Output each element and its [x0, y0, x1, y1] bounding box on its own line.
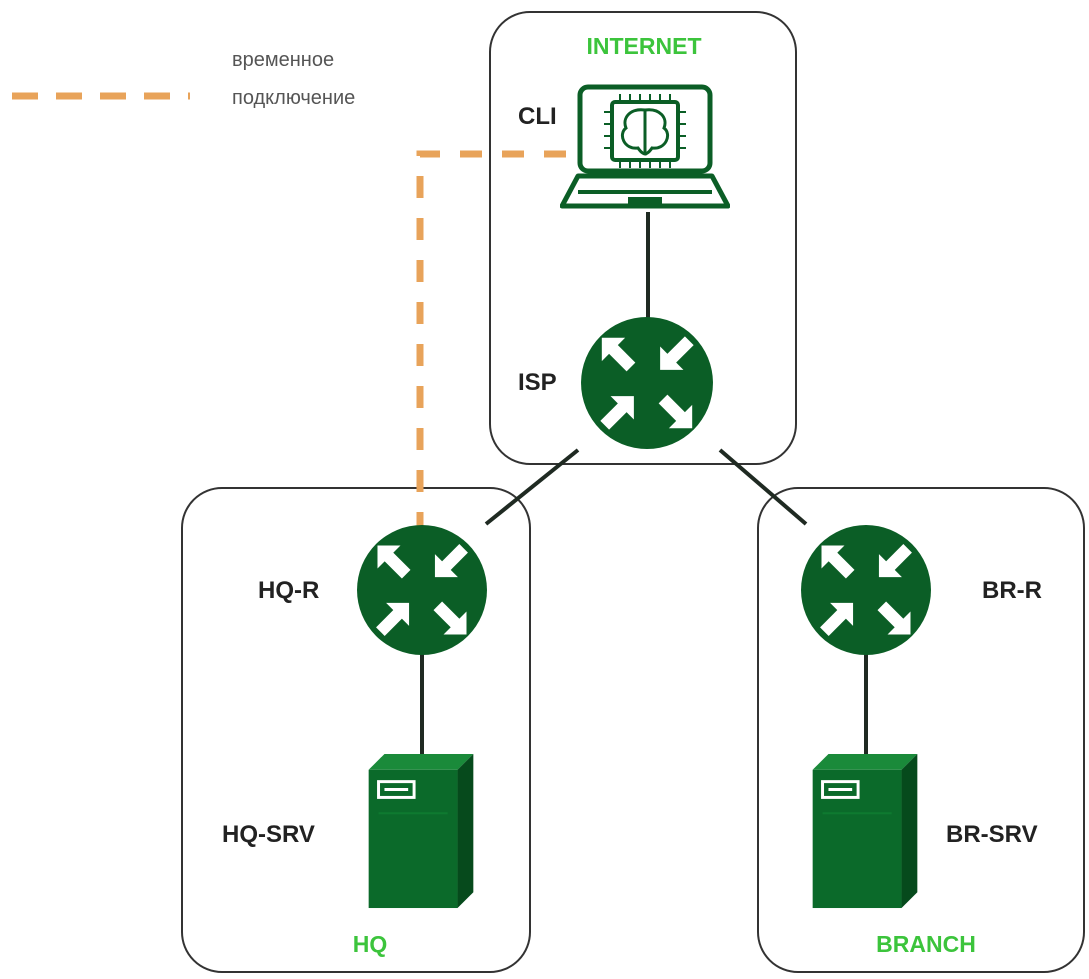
br-srv-label: BR-SRV	[946, 821, 1038, 848]
temp-link-cli-hq-r	[416, 150, 566, 528]
cli-laptop-icon	[562, 87, 728, 206]
legend: временное подключение	[12, 49, 355, 109]
isp-label: ISP	[518, 369, 557, 396]
hq-r-router-icon	[357, 525, 487, 655]
link-isp-br-r	[718, 448, 808, 526]
zone-branch-label: BRANCH	[876, 931, 976, 957]
isp-router-icon	[581, 317, 713, 449]
br-srv-server-icon	[811, 752, 919, 910]
zone-hq-box	[181, 487, 531, 973]
br-r-router-icon	[801, 525, 931, 655]
zone-internet-label: INTERNET	[587, 33, 702, 59]
zone-internet-box	[489, 11, 797, 465]
cli-label: CLI	[518, 103, 557, 130]
hq-srv-label: HQ-SRV	[222, 821, 315, 848]
zone-hq-label: HQ	[353, 931, 388, 957]
hq-r-label: HQ-R	[258, 577, 319, 604]
legend-text-line1: временное	[232, 49, 334, 71]
link-isp-hq-r	[484, 448, 580, 526]
legend-text-line2: подключение	[232, 87, 355, 109]
zone-branch-box	[757, 487, 1085, 973]
br-r-label: BR-R	[982, 577, 1042, 604]
hq-srv-server-icon	[367, 752, 475, 910]
